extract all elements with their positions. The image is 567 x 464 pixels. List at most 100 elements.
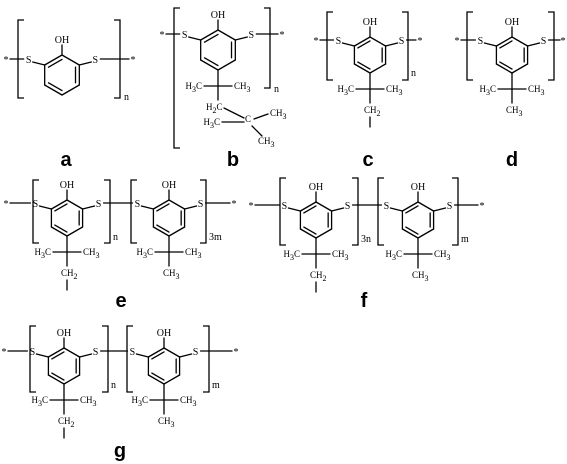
alkyl-bond (253, 113, 269, 120)
sulfur-label: S (193, 347, 199, 358)
aromatic-double-bond (151, 372, 165, 381)
end-group-star: * (4, 55, 9, 66)
repeat-subscript: n (411, 68, 416, 79)
thioether-bond (81, 205, 96, 210)
ring-bond (147, 374, 165, 385)
aromatic-double-bond (54, 203, 68, 212)
ring-bond (168, 226, 186, 237)
methylene-group-label: H2C (206, 102, 223, 115)
bracket-right (104, 179, 111, 244)
repeat-subscript: m (212, 380, 220, 391)
repeat-subscript: n (111, 380, 116, 391)
hydroxyl-label: OH (60, 180, 74, 191)
ring-bond (353, 63, 371, 74)
methyl-group-label: H3C (203, 117, 220, 130)
thioether-bond (183, 205, 198, 210)
ring-bond (44, 84, 63, 96)
ring-bond (353, 36, 371, 47)
end-group-star: * (480, 201, 485, 212)
end-group-star: * (280, 30, 285, 41)
sulfur-label: S (130, 347, 136, 358)
methyl-group-label: H3C (283, 249, 300, 262)
ring-bond (200, 29, 219, 41)
bracket-left (173, 7, 180, 149)
ring-bond (168, 199, 186, 210)
hydroxyl-label: OH (162, 180, 176, 191)
aromatic-double-bond (51, 372, 65, 381)
repeat-subscript: n (124, 92, 129, 103)
bracket-right (102, 325, 109, 393)
methyl-group-label: CH3 (258, 136, 275, 149)
sulfur-label: S (30, 347, 36, 358)
sulfur-label: S (345, 201, 351, 212)
hydroxyl-label: OH (57, 328, 71, 339)
methyl-group-label: H3C (185, 81, 202, 94)
sulfur-label: S (198, 199, 204, 210)
methyl-group-label: CH3 (528, 84, 545, 97)
aromatic-double-bond (203, 57, 219, 67)
thioether-bond (526, 42, 541, 47)
sulfur-label: S (541, 36, 547, 47)
bracket-left (32, 179, 39, 244)
thioether-bond (78, 61, 92, 66)
ring-bond (369, 36, 387, 47)
bracket-left (130, 179, 137, 244)
thioether-bond (384, 42, 399, 47)
thioether-bond (330, 207, 345, 212)
panel-label-c: c (362, 149, 373, 171)
bracket-left (377, 177, 384, 246)
bracket-right (452, 177, 459, 246)
sulfur-label: S (336, 36, 342, 47)
repeat-subscript: m (461, 234, 469, 245)
bracket-left (279, 177, 286, 246)
thioether-bond (287, 207, 302, 212)
panel-label-e: e (115, 290, 126, 312)
methyl-group-label: H3C (34, 247, 51, 260)
ring-bond (200, 59, 219, 71)
aromatic-double-bond (51, 351, 65, 360)
methyl-group-label: CH3 (158, 416, 175, 429)
methyl-group-label: CH3 (234, 81, 251, 94)
methyl-group-label: CH3 (332, 249, 349, 262)
ring-bond (66, 199, 84, 210)
hydroxyl-label: OH (363, 17, 377, 28)
sulfur-label: S (249, 30, 255, 41)
ring-bond (63, 347, 81, 358)
methylene-group-label: CH2 (310, 270, 327, 283)
aromatic-double-bond (303, 226, 317, 235)
thioether-bond (483, 42, 498, 47)
methyl-group-label: H3C (131, 395, 148, 408)
aromatic-double-bond (405, 205, 419, 214)
end-group-star: * (455, 36, 460, 47)
end-group-star: * (234, 347, 239, 358)
ring-bond (61, 54, 80, 66)
thioether-bond (341, 42, 356, 47)
methylene-group-label: CH2 (58, 416, 75, 429)
thioether-bond (38, 205, 53, 210)
methyl-group-label: CH3 (434, 249, 451, 262)
methylene-group-label: CH2 (364, 105, 381, 118)
aromatic-double-bond (203, 33, 219, 43)
ring-bond (315, 201, 333, 212)
ring-bond (401, 201, 419, 212)
ring-bond (299, 228, 317, 239)
aromatic-double-bond (156, 203, 170, 212)
panel-label-g: g (114, 440, 126, 462)
aromatic-double-bond (405, 226, 419, 235)
methylene-group-label: CH2 (61, 268, 78, 281)
ring-bond (417, 228, 435, 239)
ring-bond (147, 347, 165, 358)
bracket-right (352, 177, 359, 246)
bracket-left (466, 11, 473, 81)
hydroxyl-label: OH (309, 182, 323, 193)
sulfur-label: S (182, 30, 188, 41)
hydroxyl-label: OH (55, 35, 69, 46)
bracket-left (29, 325, 36, 393)
ring-bond (495, 63, 513, 74)
methyl-group-label: H3C (479, 84, 496, 97)
sulfur-label: S (478, 36, 484, 47)
